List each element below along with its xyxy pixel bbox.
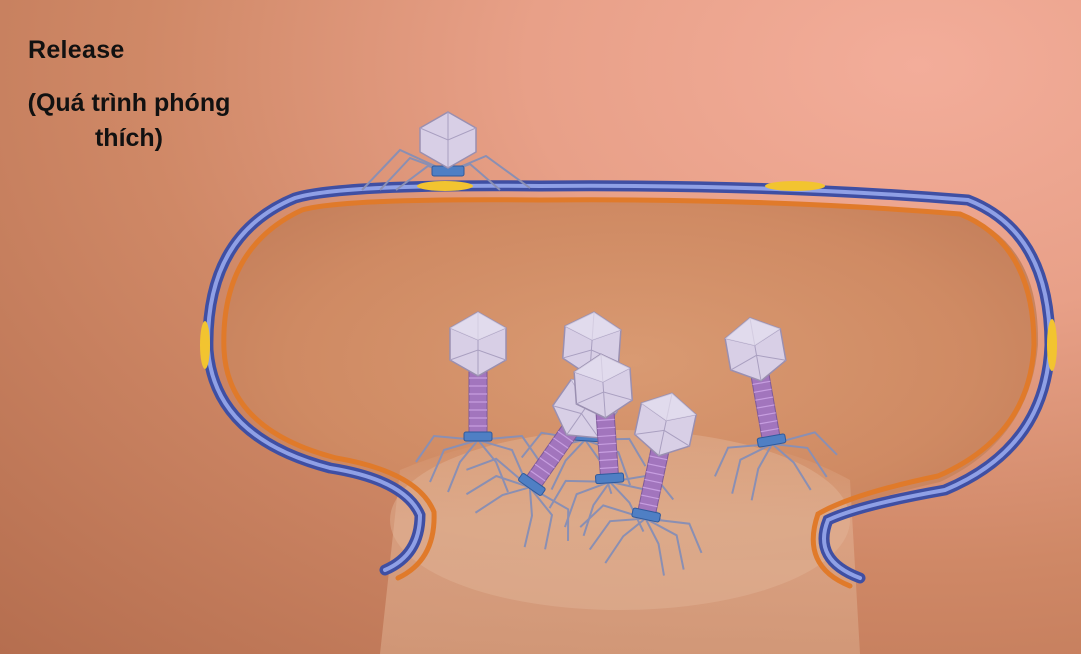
attached-phage <box>361 111 531 191</box>
receptor-spot <box>765 181 825 191</box>
receptor-spot <box>1047 319 1057 371</box>
cell-membrane-inner <box>221 197 1037 589</box>
cell-membrane-mid <box>205 183 1053 580</box>
stage-subtitle: (Quá trình phóng thích) <box>27 89 231 152</box>
stage-title: Release <box>28 36 125 64</box>
receptor-spot <box>417 181 473 191</box>
receptor-spot <box>200 321 210 369</box>
lysis-cloud <box>380 434 860 654</box>
